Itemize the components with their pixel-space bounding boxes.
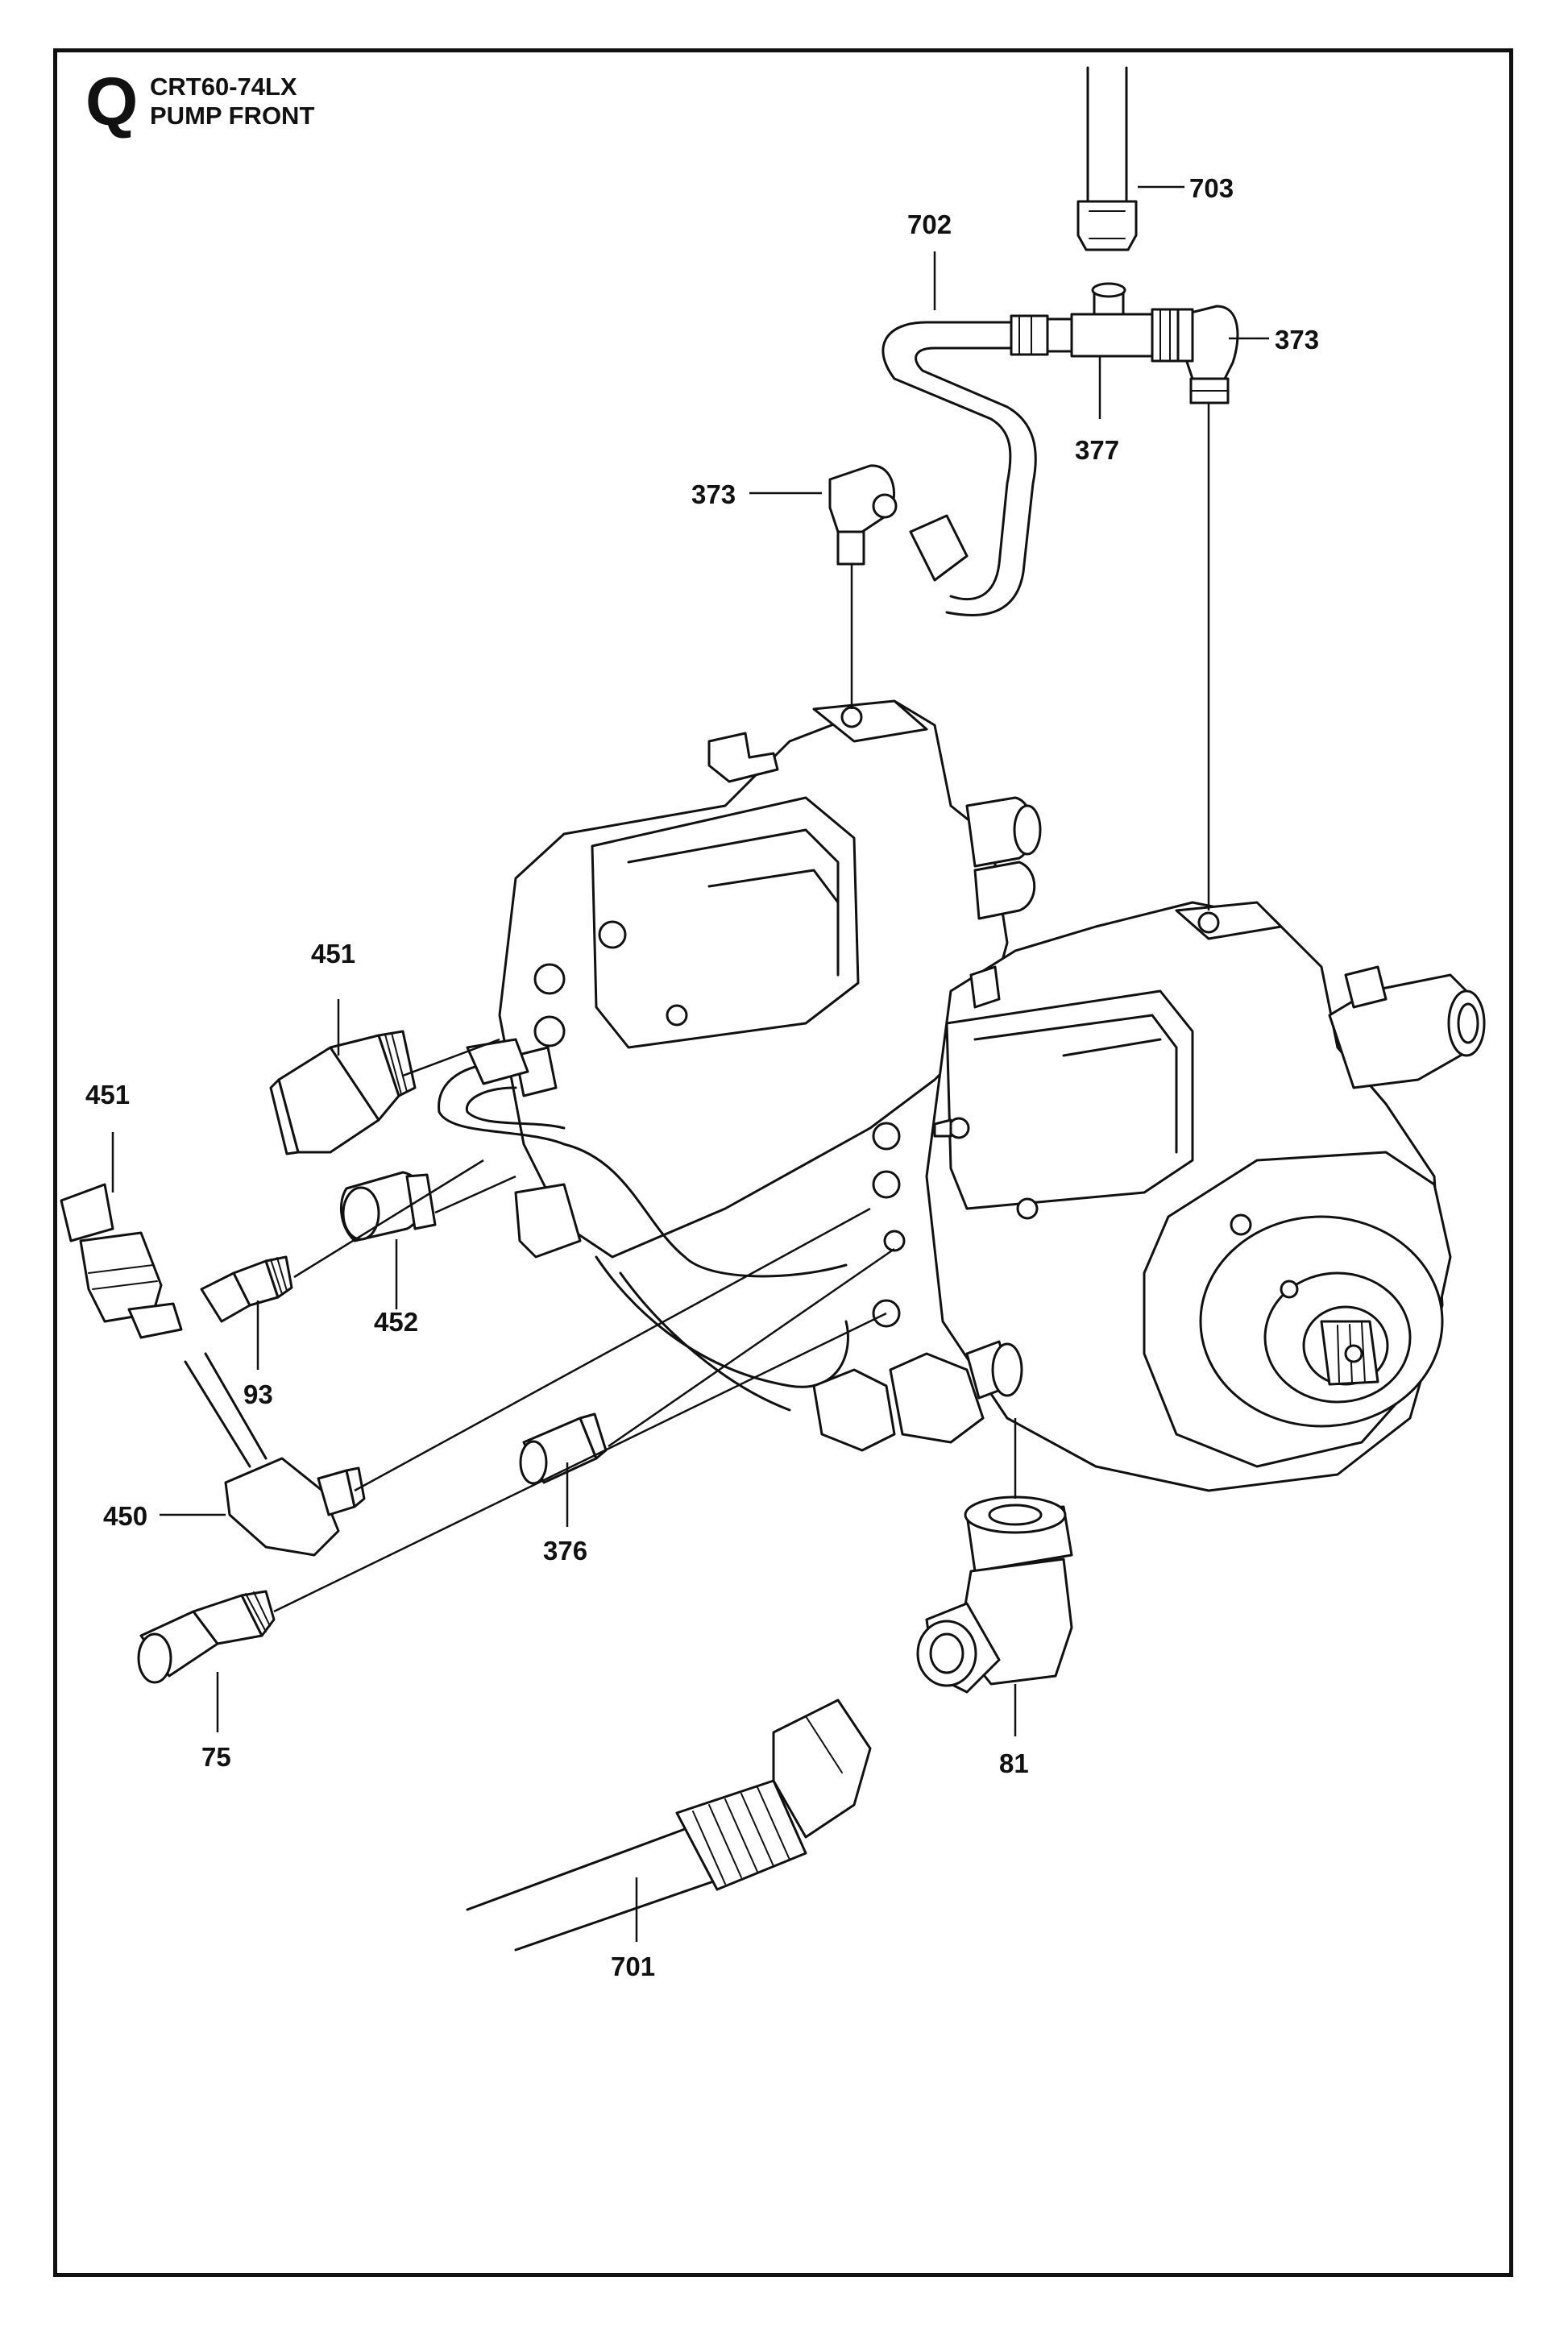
callout-377: 377 bbox=[1075, 435, 1119, 465]
pump-assembly bbox=[498, 699, 1486, 1492]
part-373-elbow-left bbox=[828, 464, 898, 566]
callout-376: 376 bbox=[543, 1536, 587, 1566]
callout-75: 75 bbox=[201, 1742, 231, 1772]
part-703-hose bbox=[1076, 66, 1138, 251]
callout-373-top: 373 bbox=[1275, 325, 1319, 355]
part-702-tube bbox=[881, 314, 1049, 616]
part-75-pressure-switch bbox=[137, 1590, 276, 1684]
callout-451-upper: 451 bbox=[311, 939, 355, 969]
callout-labels: 703 702 373 377 373 451 451 452 93 450 3… bbox=[85, 173, 1319, 1981]
section-letter: Q bbox=[85, 64, 139, 139]
callout-81: 81 bbox=[999, 1748, 1029, 1778]
page-title: PUMP FRONT bbox=[150, 102, 315, 130]
part-377-tee bbox=[1046, 282, 1180, 363]
callout-452: 452 bbox=[374, 1307, 418, 1337]
part-451-pressure-sensor-upper bbox=[269, 1030, 417, 1155]
part-452-nut bbox=[339, 1171, 437, 1242]
leader-lines bbox=[111, 185, 1269, 1942]
part-701-hose bbox=[466, 1699, 872, 1952]
part-81-elbow bbox=[916, 1495, 1073, 1694]
callout-703: 703 bbox=[1189, 173, 1234, 203]
part-373-elbow-right bbox=[1176, 305, 1239, 404]
part-451-pressure-sensor-left bbox=[60, 1183, 183, 1339]
callout-702: 702 bbox=[907, 209, 952, 239]
pump-hoses bbox=[438, 1038, 1023, 1452]
callout-93: 93 bbox=[243, 1379, 273, 1409]
callout-373-left: 373 bbox=[691, 479, 736, 509]
part-93-fitting bbox=[200, 1255, 293, 1323]
callout-450: 450 bbox=[103, 1501, 147, 1531]
part-450-elbow bbox=[184, 1352, 366, 1557]
callout-701: 701 bbox=[611, 1952, 655, 1981]
model-number: CRT60-74LX bbox=[150, 73, 297, 101]
drawing-frame bbox=[53, 48, 1513, 2277]
callout-451-left: 451 bbox=[85, 1080, 130, 1110]
part-376-nut bbox=[519, 1412, 608, 1485]
